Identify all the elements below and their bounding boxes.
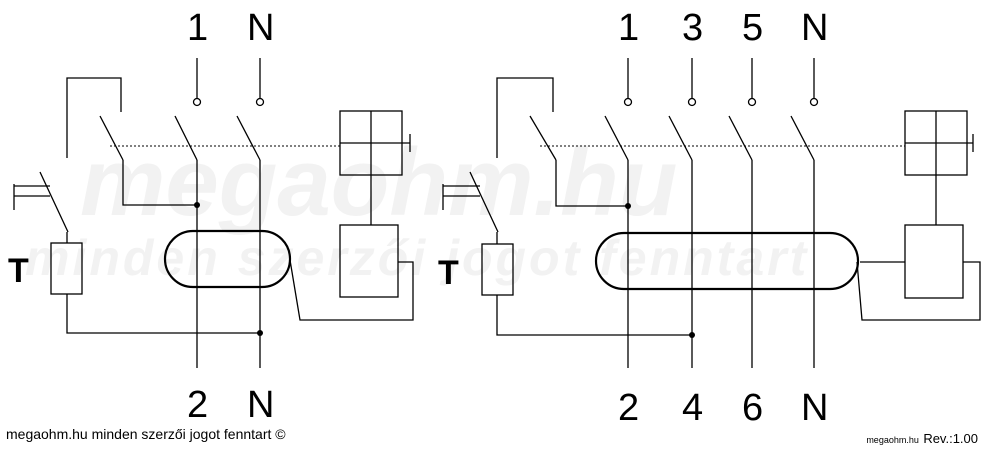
right-test-button bbox=[442, 171, 692, 336]
left-junction-dot bbox=[194, 202, 200, 208]
watermark: megaohm.hu minden szerzői jogot fenntart bbox=[25, 129, 809, 286]
terminal-label: 2 bbox=[618, 387, 639, 429]
copyright-notice: megaohm.hu minden szerzői jogot fenntart… bbox=[6, 426, 286, 442]
right-rcd-4pole bbox=[442, 58, 981, 368]
terminal-label: 6 bbox=[742, 387, 763, 429]
left-evaluator bbox=[289, 224, 414, 321]
right-evaluator bbox=[856, 224, 981, 321]
revision-info: megaohm.hu Rev.:1.00 bbox=[866, 430, 978, 448]
revision-label: Rev.:1.00 bbox=[923, 431, 978, 446]
terminal-label: N bbox=[247, 7, 274, 49]
right-terminals-top bbox=[623, 58, 819, 107]
right-trip-relay bbox=[904, 110, 974, 225]
terminal-label: 4 bbox=[682, 387, 703, 429]
watermark-subtitle: minden szerzői jogot fenntart bbox=[25, 230, 809, 286]
left-switch-contacts bbox=[99, 115, 261, 206]
right-junction-dot bbox=[689, 332, 695, 338]
left-summation-transformer bbox=[163, 229, 292, 289]
left-terminals-top bbox=[192, 58, 265, 107]
left-handle-loop bbox=[66, 77, 122, 158]
right-switch-contacts bbox=[529, 115, 815, 207]
left-rcd-2pole bbox=[13, 58, 414, 368]
left-labels: 1 N 2 N T bbox=[8, 7, 274, 426]
terminal-label: 5 bbox=[742, 7, 763, 49]
left-trip-relay bbox=[339, 110, 411, 225]
left-test-button bbox=[13, 171, 260, 334]
right-labels: 1 3 5 N 2 4 6 N T bbox=[438, 7, 828, 429]
right-summation-transformer bbox=[594, 231, 860, 291]
test-button-label: T bbox=[438, 254, 459, 292]
watermark-title: megaohm.hu bbox=[80, 129, 677, 236]
left-junction-dot bbox=[257, 330, 263, 336]
test-button-label: T bbox=[8, 252, 29, 290]
right-handle-loop bbox=[496, 77, 554, 158]
terminal-label: 1 bbox=[618, 7, 639, 49]
terminal-label: 1 bbox=[187, 7, 208, 49]
right-junction-dot bbox=[625, 203, 631, 209]
terminal-label: N bbox=[247, 384, 274, 426]
terminal-label: N bbox=[801, 7, 828, 49]
terminal-label: 3 bbox=[682, 7, 703, 49]
terminal-label: N bbox=[801, 387, 828, 429]
terminal-label: 2 bbox=[187, 384, 208, 426]
site-name-small: megaohm.hu bbox=[866, 435, 919, 445]
